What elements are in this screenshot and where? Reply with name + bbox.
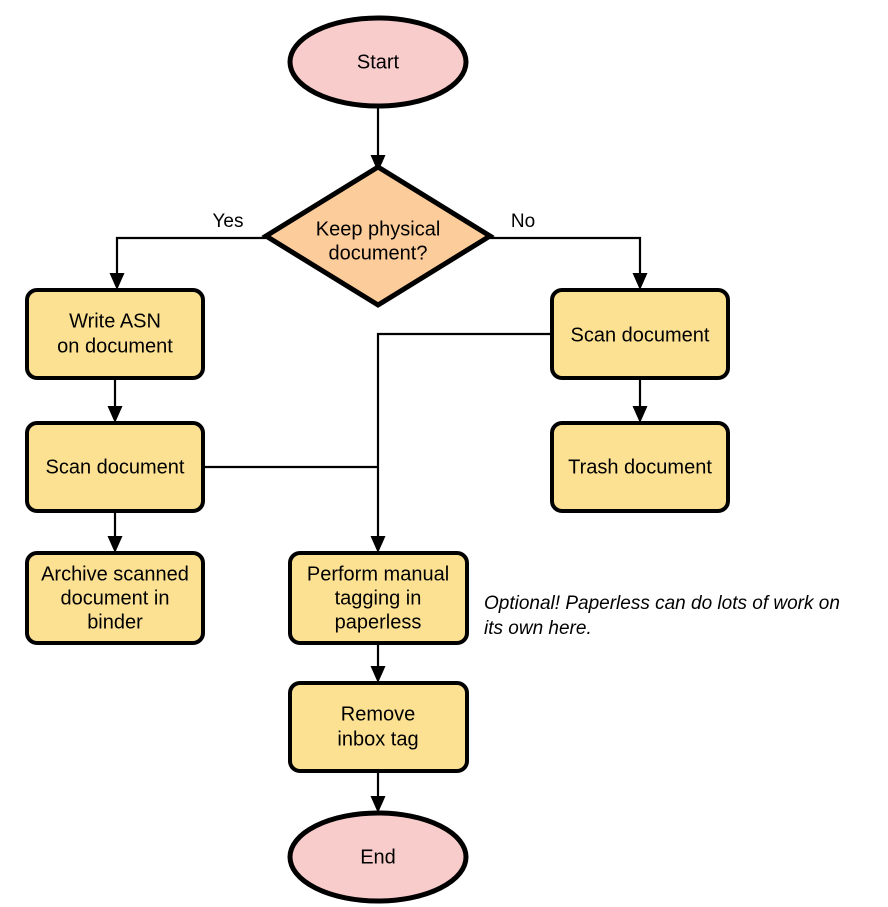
edge-line — [376, 332, 552, 541]
perform-manual-tagging-label-line3: paperless — [335, 611, 422, 633]
trash-document-label: Trash document — [568, 456, 712, 478]
scan-document-left-label: Scan document — [46, 456, 185, 478]
decision-diamond[interactable] — [261, 164, 495, 308]
arrowhead-icon — [107, 536, 123, 553]
edge-label-yes: Yes — [213, 211, 244, 232]
edge-scan-right-to-trash — [632, 378, 648, 423]
start-label: Start — [357, 51, 400, 73]
node-remove-inbox-tag[interactable]: Remove inbox tag — [288, 681, 469, 773]
arrowhead-icon — [107, 406, 123, 423]
archive-scanned-label-line1: Archive scanned — [41, 563, 189, 585]
write-asn-label-line1: Write ASN — [69, 310, 161, 332]
remove-inbox-tag-label-line2: inbox tag — [337, 728, 418, 750]
edge-line — [490, 236, 642, 278]
arrowhead-icon — [632, 273, 648, 290]
end-ellipse[interactable] — [287, 810, 469, 904]
node-decision-keep-physical[interactable]: Keep physical document? — [261, 164, 495, 308]
edge-line — [115, 236, 266, 278]
edge-manual-tagging-to-remove-inbox — [370, 643, 386, 683]
arrowhead-icon — [370, 796, 386, 813]
perform-manual-tagging-label-line1: Perform manual — [307, 563, 449, 585]
annotation-line1: Optional! Paperless can do lots of work … — [484, 593, 840, 614]
archive-scanned-label-line3: binder — [87, 611, 143, 633]
edge-decision-yes-to-write-asn — [109, 236, 266, 290]
archive-scanned-label-line2: document in — [61, 587, 170, 609]
node-trash-document[interactable]: Trash document — [550, 421, 730, 513]
remove-inbox-tag-box[interactable] — [288, 681, 469, 773]
edge-scan-left-to-archive — [107, 511, 123, 553]
start-ellipse[interactable] — [287, 15, 469, 109]
node-start[interactable]: Start — [287, 15, 469, 109]
perform-manual-tagging-box[interactable] — [288, 551, 469, 645]
edge-decision-no-to-scan-right — [490, 236, 648, 290]
arrowhead-icon — [370, 536, 386, 553]
archive-scanned-box[interactable] — [25, 551, 205, 645]
node-scan-document-right[interactable]: Scan document — [550, 288, 730, 380]
arrowhead-icon — [632, 406, 648, 423]
decision-label-line1: Keep physical — [316, 218, 441, 240]
scan-document-left-box[interactable] — [25, 421, 205, 513]
trash-document-box[interactable] — [550, 421, 730, 513]
scan-document-right-label: Scan document — [571, 324, 710, 346]
edge-remove-inbox-to-end — [370, 771, 386, 813]
perform-manual-tagging-label-line2: tagging in — [335, 587, 422, 609]
node-write-asn[interactable]: Write ASN on document — [25, 288, 205, 380]
annotation-line2: its own here. — [484, 618, 592, 639]
edge-start-to-decision — [370, 108, 386, 172]
node-end[interactable]: End — [287, 810, 469, 904]
arrowhead-icon — [109, 273, 125, 290]
edge-label-no: No — [511, 211, 535, 232]
node-archive-scanned[interactable]: Archive scanned document in binder — [25, 551, 205, 645]
edge-scan-right-to-manual-tagging — [370, 332, 552, 553]
edge-write-asn-to-scan-left — [107, 378, 123, 423]
scan-document-right-box[interactable] — [550, 288, 730, 380]
arrowhead-icon — [370, 155, 386, 172]
write-asn-box[interactable] — [25, 288, 205, 380]
node-perform-manual-tagging[interactable]: Perform manual tagging in paperless — [288, 551, 469, 645]
end-label: End — [360, 846, 396, 868]
arrowhead-icon — [370, 666, 386, 683]
node-scan-document-left[interactable]: Scan document — [25, 421, 205, 513]
remove-inbox-tag-label-line1: Remove — [341, 703, 415, 725]
annotation-optional-note: Optional! Paperless can do lots of work … — [484, 593, 840, 639]
write-asn-label-line2: on document — [57, 335, 173, 357]
decision-label-line2: document? — [329, 242, 428, 264]
